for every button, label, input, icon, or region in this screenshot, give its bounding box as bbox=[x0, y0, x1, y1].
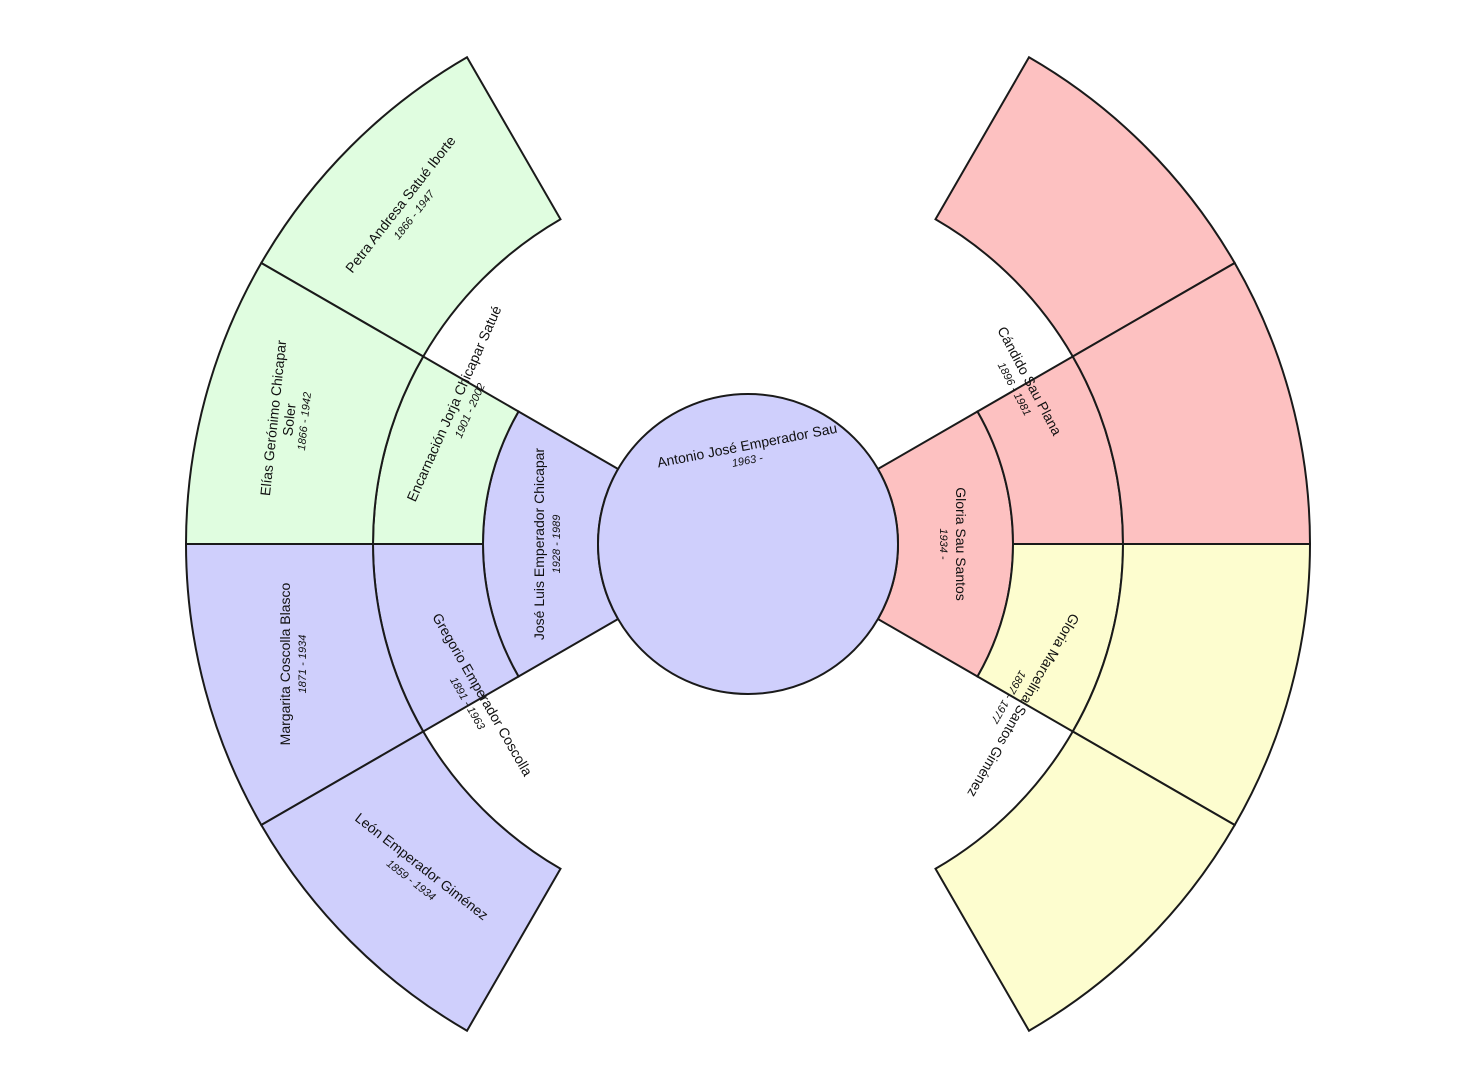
mother-name: Gloria Sau Santos bbox=[953, 487, 969, 601]
root-person-circle[interactable] bbox=[597, 393, 899, 695]
gg-margarita-label: Margarita Coscolla Blasco 1871 - 1934 bbox=[277, 582, 309, 745]
father-name: José Luis Emperador Chicapar bbox=[531, 448, 547, 641]
gg-mat-3-sector[interactable] bbox=[1071, 543, 1312, 827]
gg-mat-1-sector[interactable] bbox=[934, 55, 1237, 358]
mother-label: Gloria Sau Santos 1934 - bbox=[937, 487, 969, 601]
father-label: José Luis Emperador Chicapar 1928 - 1989 bbox=[531, 448, 563, 641]
gg-margarita-name: Margarita Coscolla Blasco bbox=[277, 582, 293, 745]
mother-dates: 1934 - bbox=[937, 528, 949, 560]
gg-mat-2-sector[interactable] bbox=[1071, 261, 1312, 545]
gg-leon-sector[interactable] bbox=[259, 730, 562, 1033]
root-dates: 1963 - bbox=[731, 452, 764, 470]
gg-elias-name-line-2: Soler bbox=[279, 402, 298, 437]
father-dates: 1928 - 1989 bbox=[551, 515, 563, 574]
gg-mat-4-sector[interactable] bbox=[934, 730, 1237, 1033]
sectors-layer bbox=[184, 55, 1312, 1033]
gg-margarita-dates: 1871 - 1934 bbox=[297, 635, 309, 694]
